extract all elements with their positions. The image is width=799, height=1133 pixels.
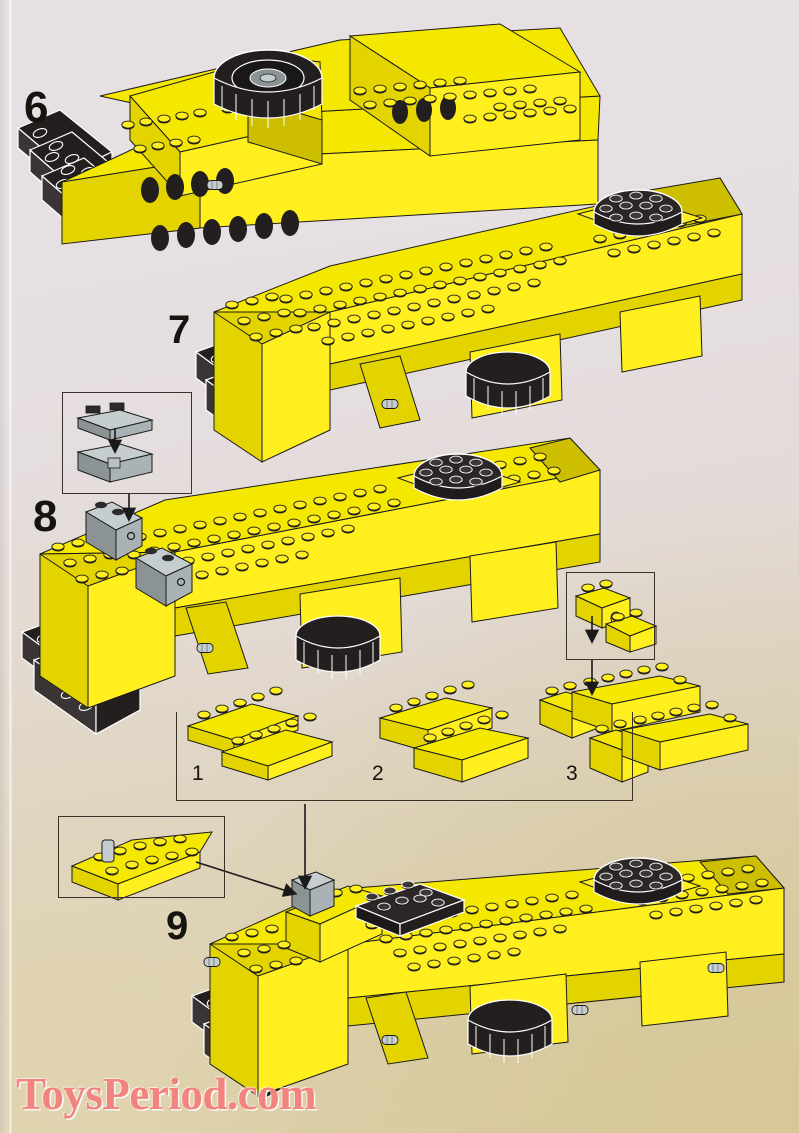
black-plate-left-7 — [194, 335, 314, 456]
turntable-9 — [578, 857, 702, 905]
parts-callout-box — [176, 712, 633, 801]
step-number-7: 7 — [168, 308, 191, 352]
black-plate-left-8 — [20, 615, 142, 736]
substep-number-1: 1 — [192, 762, 204, 785]
step-6-model — [16, 23, 601, 251]
turntable-8 — [396, 453, 522, 501]
step-9-model — [190, 855, 786, 1100]
grey-brick-b-8 — [134, 547, 194, 607]
tire-8 — [295, 615, 381, 679]
watermark: ToysPeriod.com — [16, 1069, 317, 1119]
page-fold-line — [9, 0, 12, 1133]
black-plate-deck-9 — [354, 880, 466, 937]
step-number-8: 8 — [33, 492, 58, 541]
new-piece-target-9 — [290, 871, 336, 917]
substep-number-3: 3 — [566, 762, 578, 785]
tire-7 — [465, 351, 551, 415]
tire-9 — [467, 999, 553, 1063]
step-number-6: 6 — [24, 83, 49, 132]
step-9-inset-box — [58, 816, 225, 898]
tire-6 — [213, 49, 323, 128]
substep-number-2: 2 — [372, 762, 384, 785]
yellow-chassis-6 — [61, 23, 601, 251]
page-edge-shade — [0, 0, 9, 1133]
yellow-deck-9 — [203, 855, 786, 1097]
turntable-7 — [576, 189, 704, 237]
substep-3-inset-box — [566, 572, 655, 660]
step-7-model — [194, 177, 743, 463]
grey-brick-a-8 — [84, 501, 144, 561]
step-8-inset-box — [62, 392, 192, 494]
yellow-deck-7 — [213, 177, 743, 463]
step-number-9: 9 — [166, 904, 189, 948]
